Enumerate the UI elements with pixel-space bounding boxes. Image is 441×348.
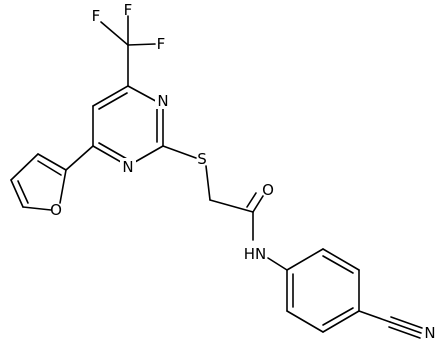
bond-ph-c2-c3 <box>322 248 360 271</box>
bond-pyr-n1-c6-double <box>98 142 128 160</box>
atom-fluorine-left: F <box>92 7 101 25</box>
bond-fur-c3-c4 <box>10 153 39 181</box>
bond-nitrile-triple-c <box>388 326 421 339</box>
bond-cf3-f-left <box>100 21 129 46</box>
bond-s-ch2 <box>205 165 211 201</box>
bond-nh-phenyl <box>267 257 288 271</box>
bond-fur-c5-o <box>22 206 52 211</box>
bond-ph-c4-c5-double <box>322 307 354 326</box>
bond-c6-furan <box>65 145 94 171</box>
bond-fur-c2-c3 <box>37 153 67 171</box>
bond-nitrile-triple-b <box>390 316 423 329</box>
atom-amide-nh: HN <box>244 245 267 263</box>
bond-fur-c4-c5 <box>10 179 24 208</box>
atom-fluorine-right: F <box>157 35 166 53</box>
bond-fur-c4-c5-double <box>17 180 29 204</box>
bond-nitrile-triple-a <box>389 321 422 334</box>
bond-ph-c5-c6 <box>286 310 324 333</box>
bond-fur-o-c2 <box>59 169 67 204</box>
atom-nitrogen-nitrile: N <box>424 324 435 342</box>
atom-fluorine-top: F <box>124 1 133 19</box>
bond-c2-s <box>162 145 197 159</box>
bond-ch2-carbonyl <box>209 199 254 213</box>
atom-nitrogen-pyrimidine-lower: N <box>122 158 133 176</box>
bond-pyr-c5-c4 <box>92 85 129 107</box>
atom-oxygen-furan: O <box>50 201 62 219</box>
bond-cf3-f-right <box>127 43 156 46</box>
bond-ph-c2-c3-double <box>322 255 354 274</box>
bond-carbonyl-o-double <box>246 192 257 208</box>
bond-ph-c1-c2 <box>286 248 324 271</box>
bond-nitrile-link <box>358 310 391 323</box>
bond-pyr-c5-c4-double <box>98 92 128 110</box>
bond-carbonyl-o <box>252 195 264 213</box>
atom-sulfur: S <box>197 150 207 168</box>
bond-fur-c2-c3-double <box>37 160 62 176</box>
atom-oxygen-carbonyl: O <box>262 181 274 199</box>
atom-nitrogen-pyrimidine-upper: N <box>157 92 168 110</box>
bond-ph-c4-c5 <box>322 310 360 333</box>
